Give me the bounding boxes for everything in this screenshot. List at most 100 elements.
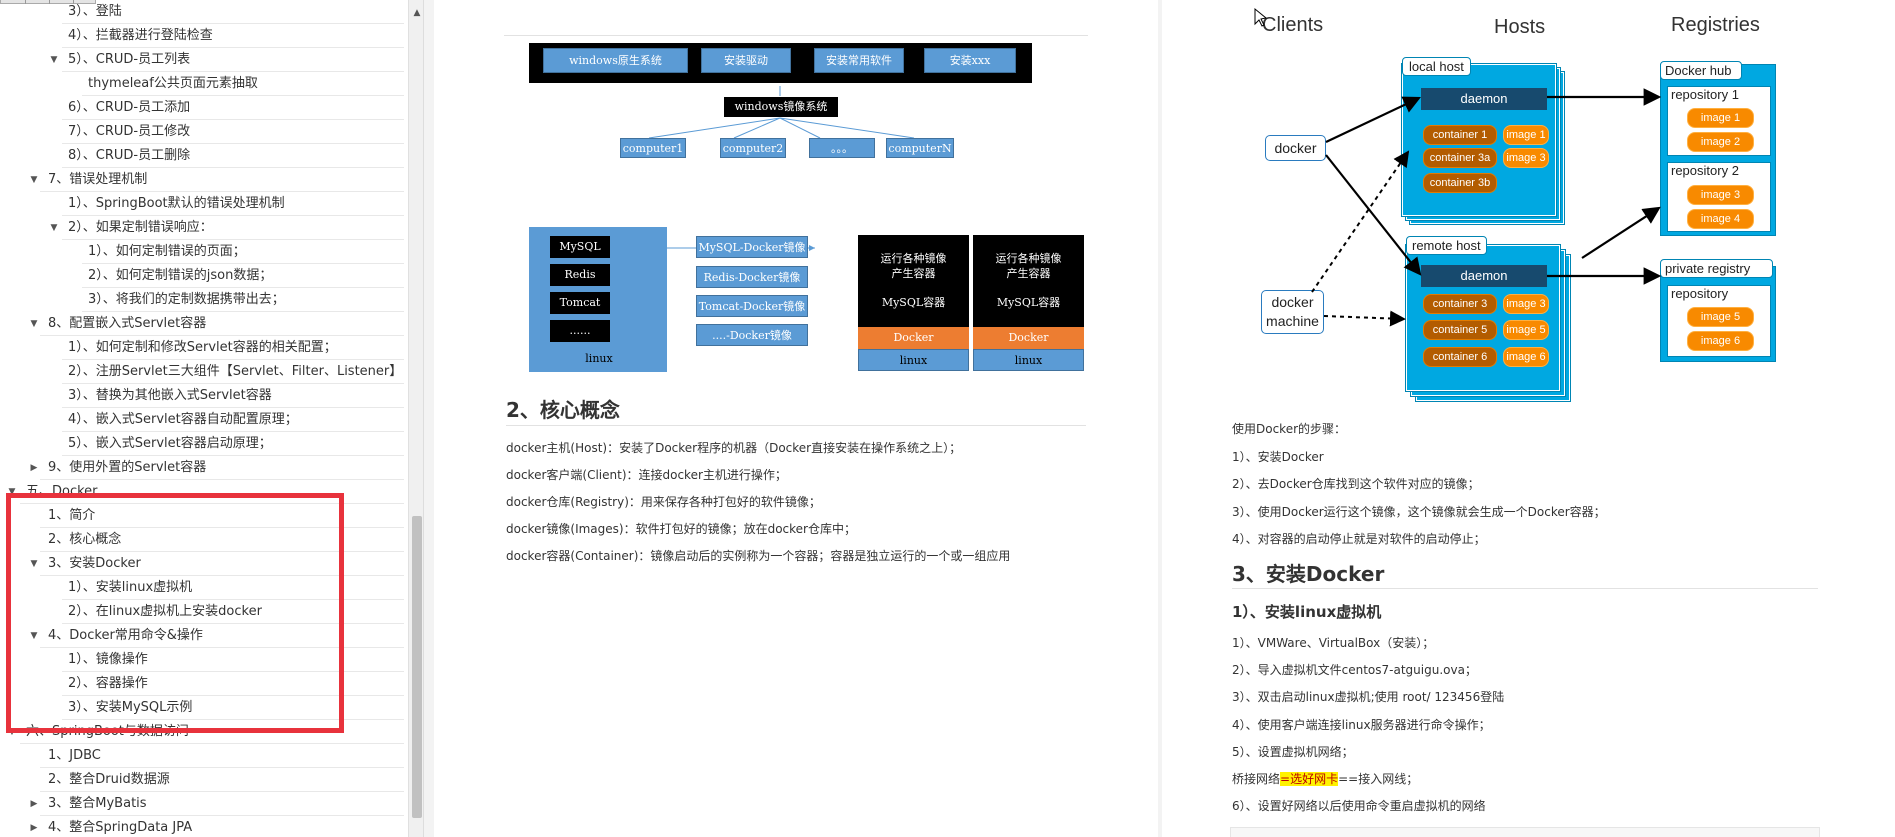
toc-row-divider — [62, 455, 404, 456]
toc-item[interactable]: 1）、SpringBoot默认的错误处理机制 — [0, 192, 404, 216]
toc-item-label[interactable]: 3）、登陆 — [68, 4, 122, 19]
toc-item[interactable]: 1）、如何定制错误的页面； — [0, 240, 404, 264]
toc-row-divider — [62, 71, 404, 72]
toc-item-label[interactable]: 7、错误处理机制 — [48, 172, 148, 187]
toc-item-label[interactable]: thymeleaf公共页面元素抽取 — [88, 76, 258, 91]
install-step-6: 6）、设置好网络以后使用命令重启虚拟机的网络 — [1232, 799, 1486, 813]
scroll-thumb[interactable] — [412, 516, 422, 818]
toc-item-label[interactable]: 6）、CRUD-员工添加 — [68, 100, 191, 115]
toc-item[interactable]: 1）、镜像操作 — [0, 648, 404, 672]
toc-item[interactable]: 2、整合Druid数据源 — [0, 768, 404, 792]
toc-item-label[interactable]: 1）、SpringBoot默认的错误处理机制 — [68, 196, 285, 211]
toc-item-label[interactable]: 9、使用外置的Servlet容器 — [48, 460, 207, 475]
toc-item-label[interactable]: 2）、如果定制错误响应： — [68, 220, 213, 235]
toc-item-label[interactable]: 2、整合Druid数据源 — [48, 772, 170, 787]
toc-item-label[interactable]: 7）、CRUD-员工修改 — [68, 124, 191, 139]
toc-item-label[interactable]: 4、Docker常用命令&操作 — [48, 628, 203, 643]
toc-item[interactable]: 5）、嵌入式Servlet容器启动原理； — [0, 432, 404, 456]
toc-item-label[interactable]: 1、简介 — [48, 508, 96, 523]
expand-down-icon[interactable]: ▼ — [8, 487, 16, 497]
toc-item[interactable]: 1、简介 — [0, 504, 404, 528]
toc-item[interactable]: 1）、安装linux虚拟机 — [0, 576, 404, 600]
step-1: 1）、安装Docker — [1232, 450, 1324, 464]
toc-item[interactable]: ▶ 9、使用外置的Servlet容器 — [0, 456, 404, 480]
toc-item-label[interactable]: 3）、安装MySQL示例 — [68, 700, 193, 715]
expand-down-icon[interactable]: ▼ — [30, 631, 38, 641]
toc-item[interactable]: ▼ 3、安装Docker — [0, 552, 404, 576]
toc-row-divider — [62, 239, 404, 240]
expand-down-icon[interactable]: ▼ — [50, 55, 58, 65]
scroll-up-arrow-icon[interactable]: ▲ — [413, 8, 421, 18]
toc-item-label[interactable]: 5）、嵌入式Servlet容器启动原理； — [68, 436, 272, 451]
expand-down-icon[interactable]: ▼ — [30, 559, 38, 569]
toc-item-label[interactable]: 5）、CRUD-员工列表 — [68, 52, 191, 67]
toc-item[interactable]: 1）、如何定制和修改Servlet容器的相关配置； — [0, 336, 404, 360]
toc-row-divider — [62, 431, 404, 432]
toc-item-label[interactable]: 3）、替换为其他嵌入式Servlet容器 — [68, 388, 272, 403]
toc-item-label[interactable]: 1）、如何定制和修改Servlet容器的相关配置； — [68, 340, 337, 355]
toc-item[interactable]: 2）、在linux虚拟机上安装docker — [0, 600, 404, 624]
install-step-4: 4）、使用客户端连接linux服务器进行命令操作； — [1232, 718, 1491, 732]
toc-item[interactable]: 3）、将我们的定制数据携带出去； — [0, 288, 404, 312]
toc-item[interactable]: thymeleaf公共页面元素抽取 — [0, 72, 404, 96]
toc-item[interactable]: ▶ 3、整合MyBatis — [0, 792, 404, 816]
toc-item-label[interactable]: 3、安装Docker — [48, 556, 141, 571]
toc-item-label[interactable]: 2）、注册Servlet三大组件【Servlet、Filter、Listener… — [68, 364, 403, 379]
toc-item-label[interactable]: 2、核心概念 — [48, 532, 122, 547]
toc-item[interactable]: ▼ 5）、CRUD-员工列表 — [0, 48, 404, 72]
toc-item[interactable]: 1、JDBC — [0, 744, 404, 768]
toc-item-label[interactable]: 1）、如何定制错误的页面； — [88, 244, 246, 259]
toc-item-label[interactable]: 4）、嵌入式Servlet容器自动配置原理； — [68, 412, 298, 427]
toc-item-label[interactable]: 2）、在linux虚拟机上安装docker — [68, 604, 262, 619]
expand-down-icon[interactable]: ▼ — [30, 319, 38, 329]
toc-item-label[interactable]: 3）、将我们的定制数据携带出去； — [88, 292, 285, 307]
toc-item[interactable]: ▼ 2）、如果定制错误响应： — [0, 216, 404, 240]
toc-item-label[interactable]: 8、配置嵌入式Servlet容器 — [48, 316, 207, 331]
toolbar-buttons[interactable] — [0, 0, 96, 4]
expand-down-icon[interactable]: ▼ — [50, 223, 58, 233]
toc-item-label[interactable]: 4）、拦截器进行登陆检查 — [68, 28, 213, 43]
toc-item-label[interactable]: 8）、CRUD-员工删除 — [68, 148, 191, 163]
toc-item-label[interactable]: 1、JDBC — [48, 748, 101, 763]
toc-item-label[interactable]: 4、整合SpringData JPA — [48, 820, 193, 835]
toc-item[interactable]: 6）、CRUD-员工添加 — [0, 96, 404, 120]
toc-item[interactable]: 3）、安装MySQL示例 — [0, 696, 404, 720]
install-step-2: 2）、导入虚拟机文件centos7-atguigu.ova； — [1232, 663, 1477, 677]
runtime-title-1: 运行各种镜像 产生容器 — [880, 252, 947, 280]
code-block-edge — [1230, 827, 1820, 837]
bridge-post: ==接入网线； — [1338, 772, 1419, 786]
toc-item[interactable]: 2、核心概念 — [0, 528, 404, 552]
toc-item[interactable]: 7）、CRUD-员工修改 — [0, 120, 404, 144]
toc-item[interactable]: 2）、如何定制错误的json数据； — [0, 264, 404, 288]
collapse-right-icon[interactable]: ▶ — [30, 823, 38, 833]
toc-row-divider — [20, 503, 404, 504]
mirror-box-2: Tomcat-Docker镜像 — [696, 295, 808, 317]
toc-item-label[interactable]: 1）、镜像操作 — [68, 652, 148, 667]
toc-item[interactable]: 3）、替换为其他嵌入式Servlet容器 — [0, 384, 404, 408]
toc-item-label[interactable]: 2）、容器操作 — [68, 676, 148, 691]
collapse-right-icon[interactable]: ▶ — [30, 799, 38, 809]
toc-item[interactable]: ▼ 8、配置嵌入式Servlet容器 — [0, 312, 404, 336]
toc-item[interactable]: ▼ 4、Docker常用命令&操作 — [0, 624, 404, 648]
runtime-linux-1: linux — [858, 349, 969, 371]
toc-item-label[interactable]: 2）、如何定制错误的json数据； — [88, 268, 273, 283]
toc-item[interactable]: 4）、嵌入式Servlet容器自动配置原理； — [0, 408, 404, 432]
collapse-right-icon[interactable]: ▶ — [30, 463, 38, 473]
expand-down-icon[interactable]: ▼ — [30, 175, 38, 185]
toc-item[interactable]: 3）、登陆 — [0, 0, 404, 24]
toc-item-label[interactable]: 3、整合MyBatis — [48, 796, 147, 811]
runtime-docker-1: Docker — [858, 327, 969, 349]
toc-sidebar: 3）、登陆 4）、拦截器进行登陆检查 ▼ 5）、CRUD-员工列表 thymeleaf公… — [0, 0, 424, 837]
toc-item[interactable]: 2）、容器操作 — [0, 672, 404, 696]
repo2-image-4: image 4 — [1687, 209, 1754, 229]
sidebar-scrollbar[interactable]: ▲ — [408, 0, 423, 837]
toc-item[interactable]: 8）、CRUD-员工删除 — [0, 144, 404, 168]
step-2: 2）、去Docker仓库找到这个软件对应的镜像； — [1232, 477, 1480, 491]
toc-item-label[interactable]: 1）、安装linux虚拟机 — [68, 580, 193, 595]
toc-item[interactable]: 2）、注册Servlet三大组件【Servlet、Filter、Listener… — [0, 360, 404, 384]
paragraph-images: docker镜像(Images)：软件打包好的镜像；放在docker仓库中； — [506, 522, 856, 536]
toc-row-divider — [82, 263, 404, 264]
toc-item[interactable]: ▶ 4、整合SpringData JPA — [0, 816, 404, 837]
toc-item[interactable]: 4）、拦截器进行登陆检查 — [0, 24, 404, 48]
toc-item[interactable]: ▼ 7、错误处理机制 — [0, 168, 404, 192]
